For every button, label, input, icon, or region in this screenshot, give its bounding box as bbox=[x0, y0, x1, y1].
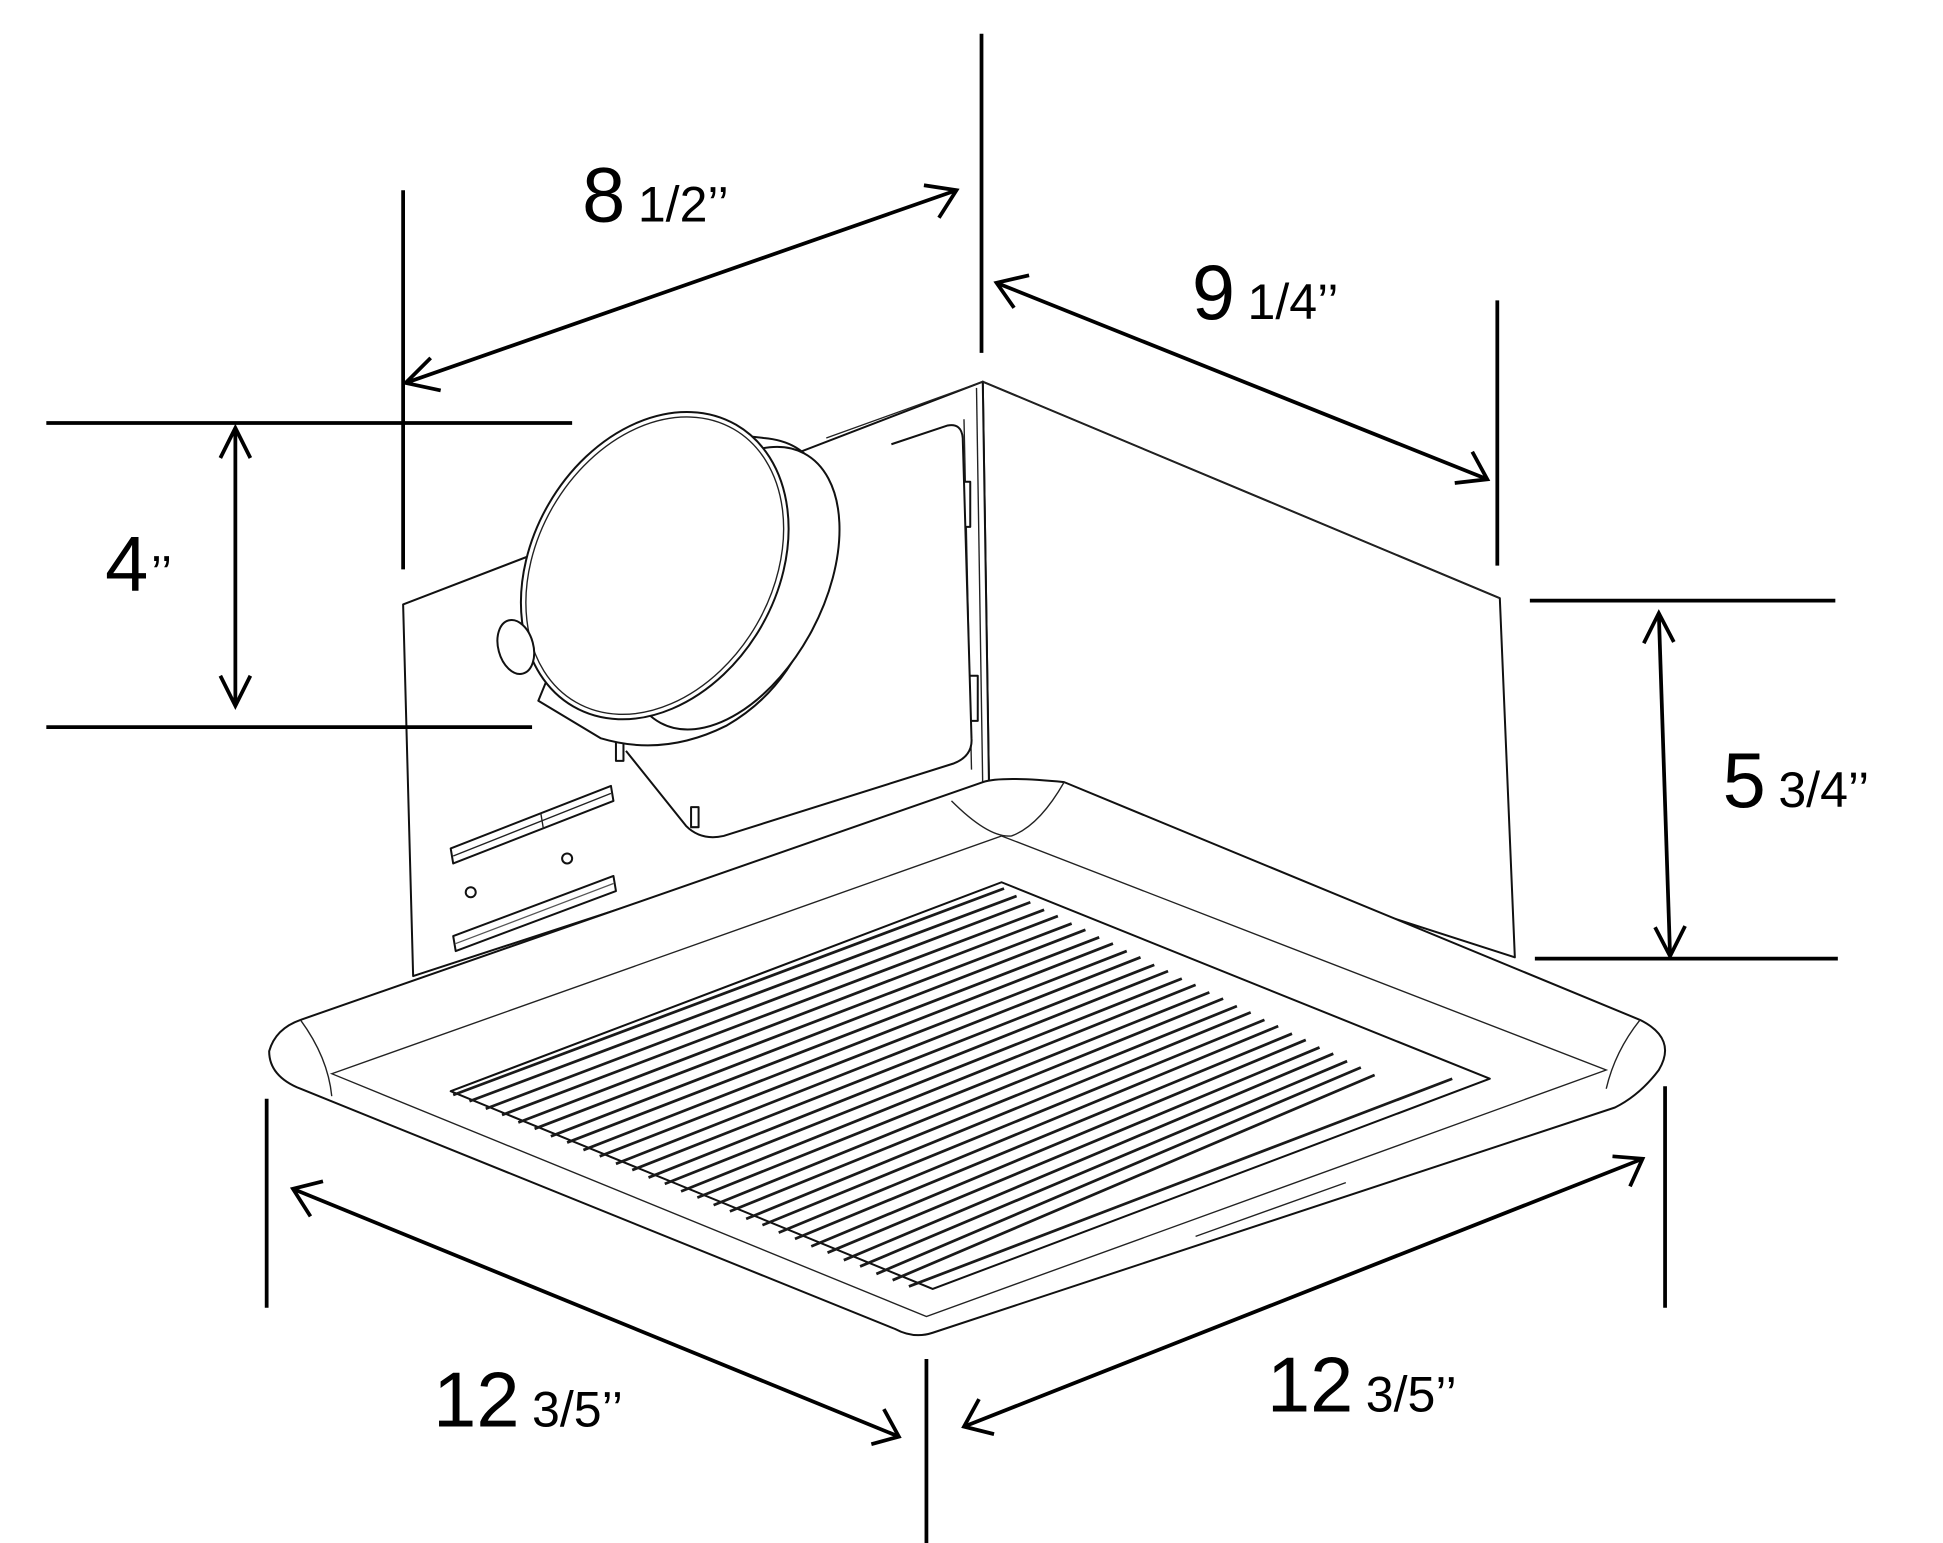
mounting-slot-upper bbox=[449, 784, 615, 865]
louver-field bbox=[449, 881, 1491, 1290]
grille-inner-frame bbox=[329, 835, 1609, 1318]
mounting-screw-2 bbox=[464, 886, 477, 899]
dimension-duct-diameter: 4’’ bbox=[46, 421, 573, 729]
cord-ring bbox=[496, 619, 536, 675]
duct-opening bbox=[519, 410, 790, 721]
mounting-screw-1 bbox=[561, 852, 574, 865]
duct-diameter-label: 4’’ bbox=[105, 522, 172, 608]
housing-top-edge bbox=[826, 380, 1501, 599]
louvers bbox=[452, 887, 1453, 1288]
duct-collar bbox=[496, 410, 841, 747]
mounting-slot-lower bbox=[452, 874, 617, 953]
grille bbox=[268, 778, 1667, 1337]
